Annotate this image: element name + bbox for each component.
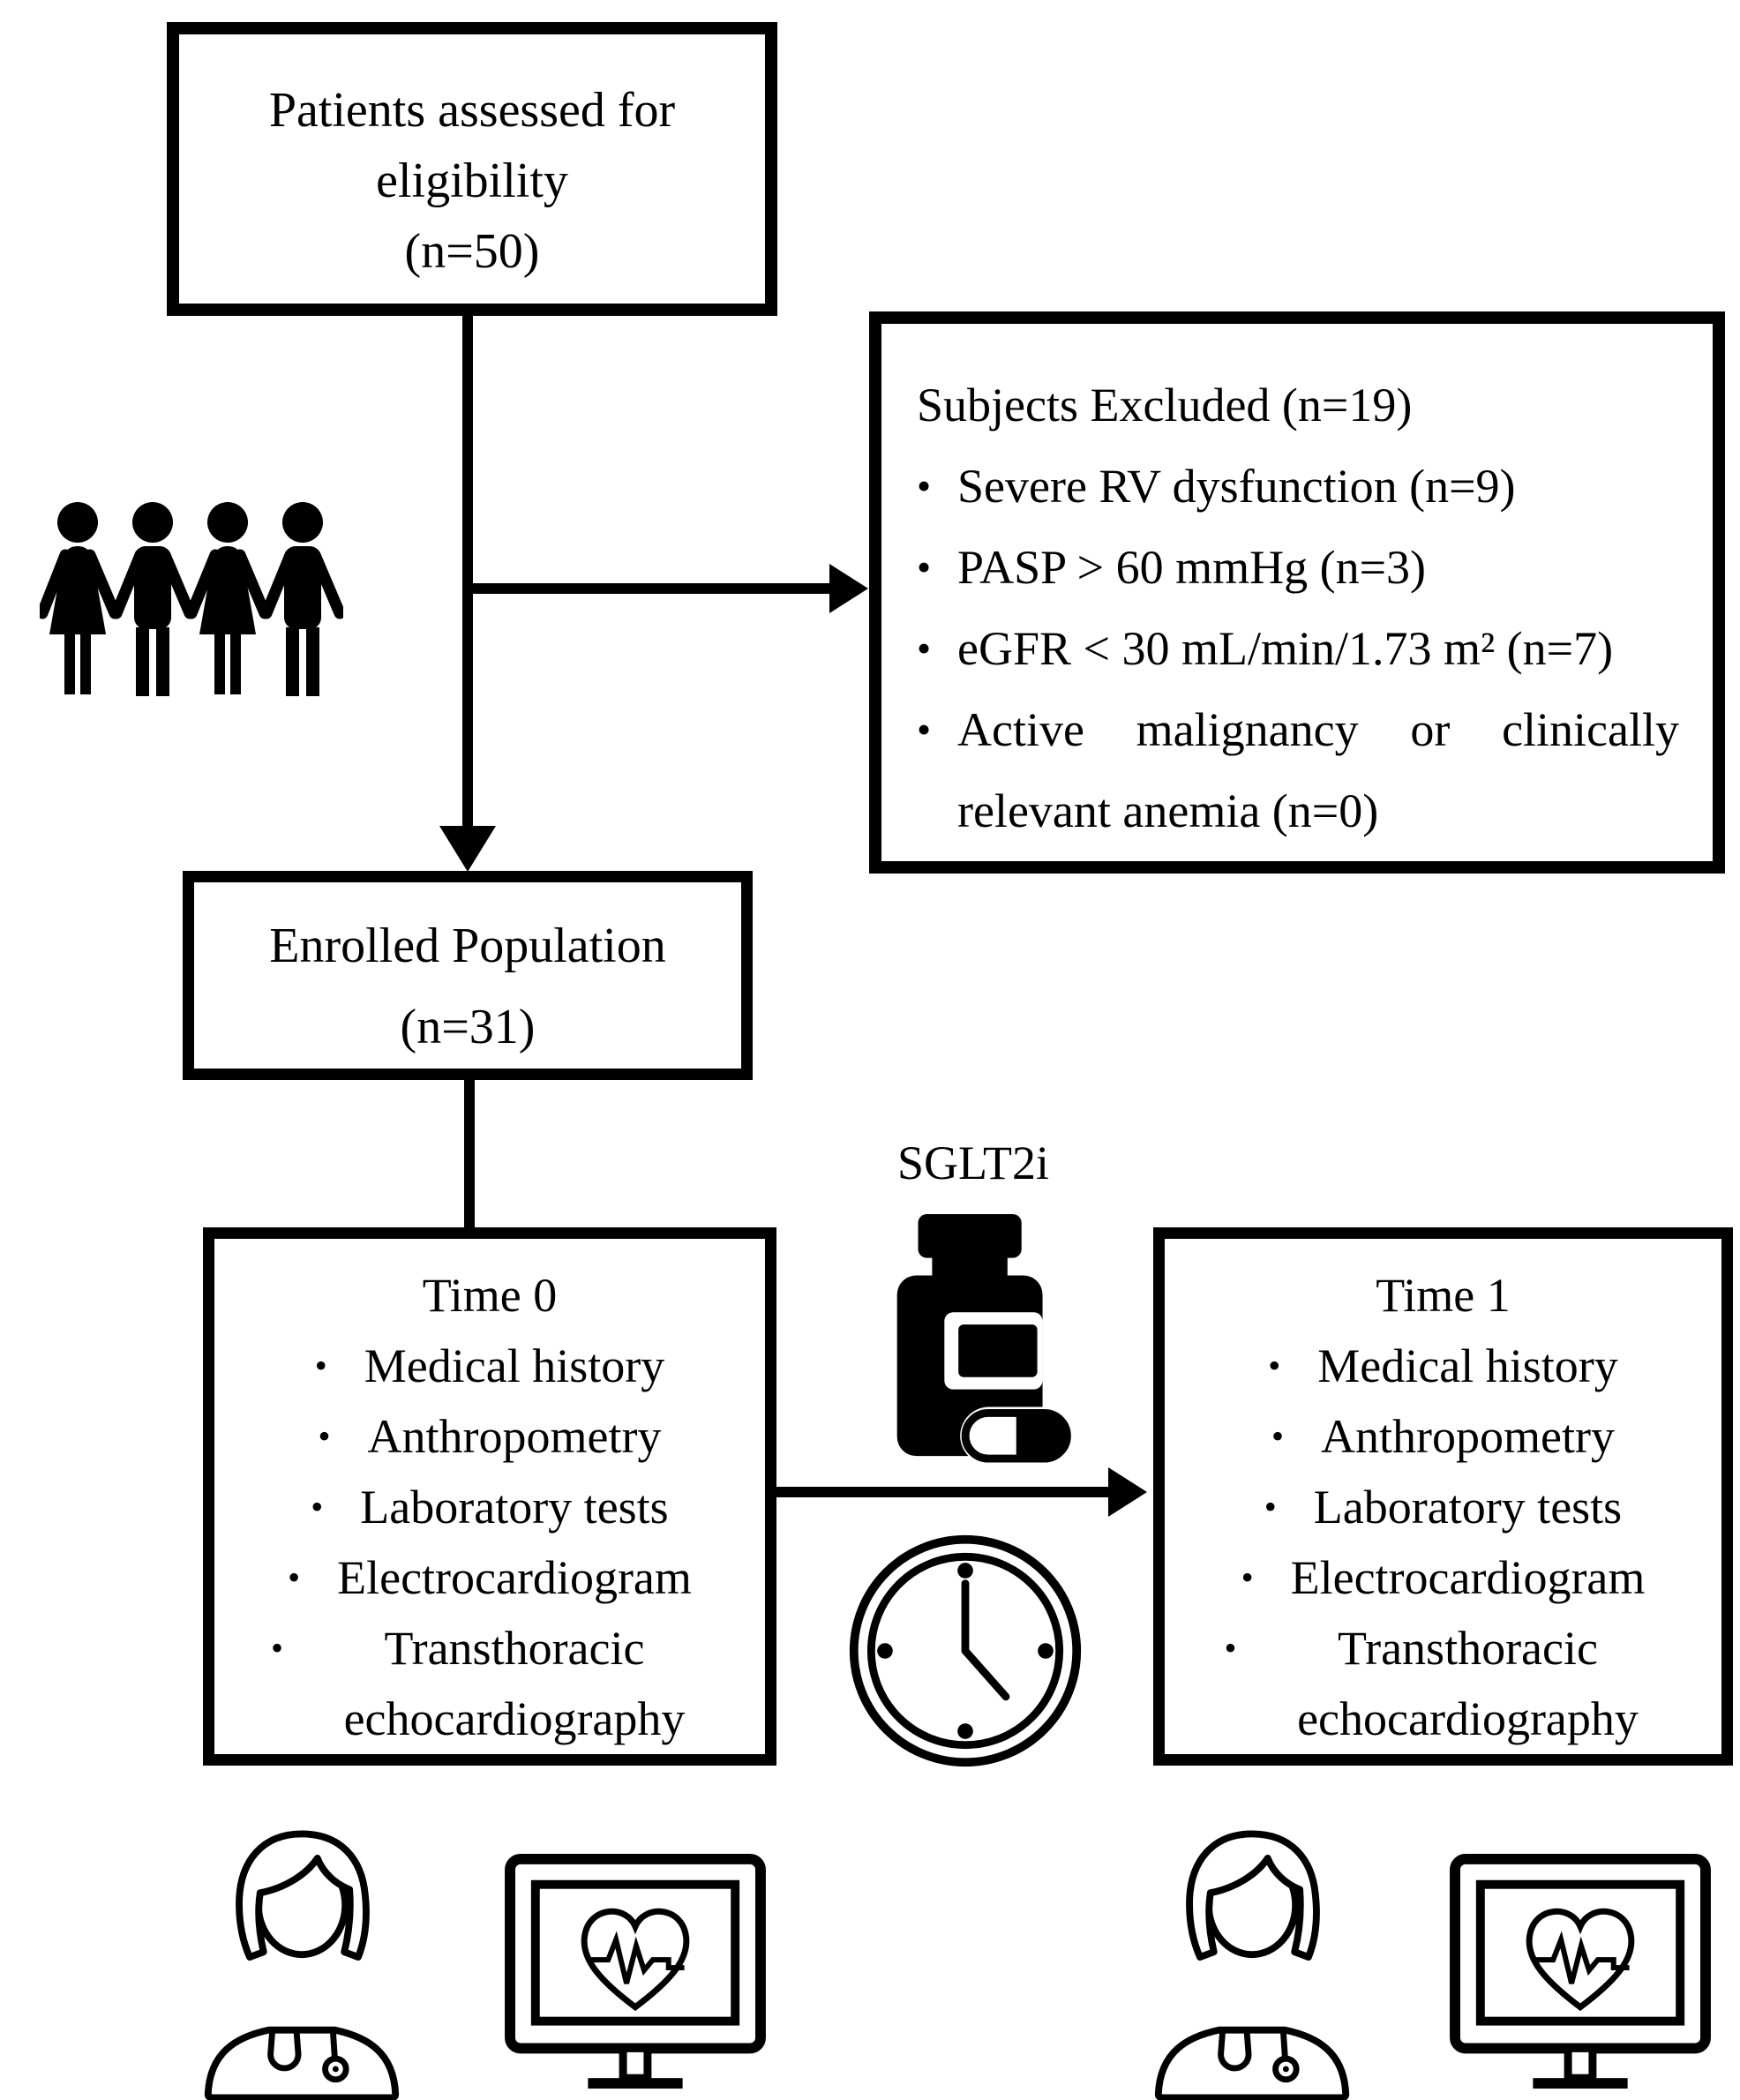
bullet-icon: • [311, 1487, 324, 1526]
doctor-icon [1154, 1830, 1350, 2100]
enrolled-box: Enrolled Population (n=31) [183, 871, 753, 1080]
list-item: • Medical history [1165, 1331, 1721, 1401]
list-item-text: Transthoracic echocardiography [343, 1622, 686, 1745]
bullet-icon: • [270, 1628, 283, 1668]
time0-title: Time 0 [422, 1269, 558, 1322]
list-item: • Transthoracic echocardiography [1165, 1613, 1721, 1754]
connector-vertical-mid [464, 1078, 475, 1230]
eligibility-count: (n=50) [404, 224, 540, 279]
excluded-item-text: Active malignancy or clinically relevant… [957, 703, 1679, 837]
monitor-heart-icon [505, 1853, 766, 2089]
bullet-icon: • [917, 626, 932, 671]
time1-box: Time 1 • Medical history • Anthropometry… [1153, 1227, 1733, 1766]
excluded-title: Subjects Excluded (n=19) [917, 379, 1413, 431]
list-item-text: Medical history [364, 1339, 665, 1392]
excluded-item: • Active malignancy or clinically releva… [917, 689, 1683, 851]
list-item-text: Laboratory tests [360, 1481, 669, 1534]
arrowhead-right-icon [829, 564, 868, 613]
bullet-icon: • [288, 1557, 301, 1597]
bullet-icon: • [1241, 1557, 1254, 1597]
list-item-text: Anthropometry [1321, 1410, 1615, 1463]
people-icon [40, 502, 343, 696]
time0-box: Time 0 • Medical history • Anthropometry… [203, 1227, 776, 1766]
list-item-text: Electrocardiogram [1290, 1551, 1646, 1604]
bullet-icon: • [917, 707, 932, 752]
connector-time0-time1 [775, 1487, 1108, 1497]
connector-to-excluded [468, 583, 829, 594]
excluded-item-text: PASP > 60 mmHg (n=3) [957, 541, 1427, 594]
bullet-icon: • [1271, 1416, 1285, 1456]
enrolled-line: Enrolled Population [269, 919, 666, 973]
bullet-icon: • [917, 463, 932, 508]
arrowhead-right-icon [1108, 1467, 1147, 1517]
bullet-icon: • [1268, 1346, 1281, 1385]
pill-bottle-icon [896, 1214, 1073, 1466]
excluded-item-text: Severe RV dysfunction (n=9) [957, 460, 1516, 513]
list-item: • Anthropometry [214, 1401, 765, 1472]
list-item: • Medical history [214, 1331, 765, 1401]
list-item-text: Medical history [1317, 1339, 1618, 1392]
time1-title: Time 1 [1376, 1269, 1511, 1322]
bullet-icon: • [1224, 1628, 1237, 1668]
excluded-box: Subjects Excluded (n=19) • Severe RV dys… [869, 311, 1725, 874]
list-item: • Transthoracic echocardiography [214, 1613, 765, 1754]
list-item: • Electrocardiogram [214, 1542, 765, 1613]
list-item: • Laboratory tests [1165, 1472, 1721, 1542]
monitor-heart-icon [1450, 1853, 1711, 2089]
list-item-text: Electrocardiogram [337, 1551, 692, 1604]
eligibility-line: Patients assessed for [268, 83, 676, 138]
arrowhead-down-icon [439, 826, 496, 872]
bullet-icon: • [1264, 1487, 1277, 1526]
clock-icon [849, 1534, 1082, 1767]
enrolled-count: (n=31) [400, 1000, 536, 1054]
bullet-icon: • [318, 1416, 331, 1456]
doctor-icon [204, 1830, 400, 2100]
excluded-item: • eGFR < 30 mL/min/1.73 m² (n=7) [917, 608, 1683, 689]
sglt2i-label: SGLT2i [896, 1136, 1050, 1189]
eligibility-line: eligibility [376, 154, 568, 208]
list-item: • Electrocardiogram [1165, 1542, 1721, 1613]
eligibility-box: Patients assessed for eligibility (n=50) [167, 22, 777, 316]
list-item-text: Laboratory tests [1313, 1481, 1623, 1534]
bullet-icon: • [917, 544, 932, 589]
excluded-item: • PASP > 60 mmHg (n=3) [917, 527, 1683, 608]
list-item-text: Transthoracic echocardiography [1297, 1622, 1639, 1745]
connector-vertical-top [462, 314, 473, 828]
list-item: • Laboratory tests [214, 1472, 765, 1542]
list-item: • Anthropometry [1165, 1401, 1721, 1472]
excluded-item-text: eGFR < 30 mL/min/1.73 m² (n=7) [957, 622, 1614, 675]
list-item-text: Anthropometry [367, 1410, 662, 1463]
bullet-icon: • [314, 1346, 327, 1385]
excluded-item: • Severe RV dysfunction (n=9) [917, 446, 1683, 527]
